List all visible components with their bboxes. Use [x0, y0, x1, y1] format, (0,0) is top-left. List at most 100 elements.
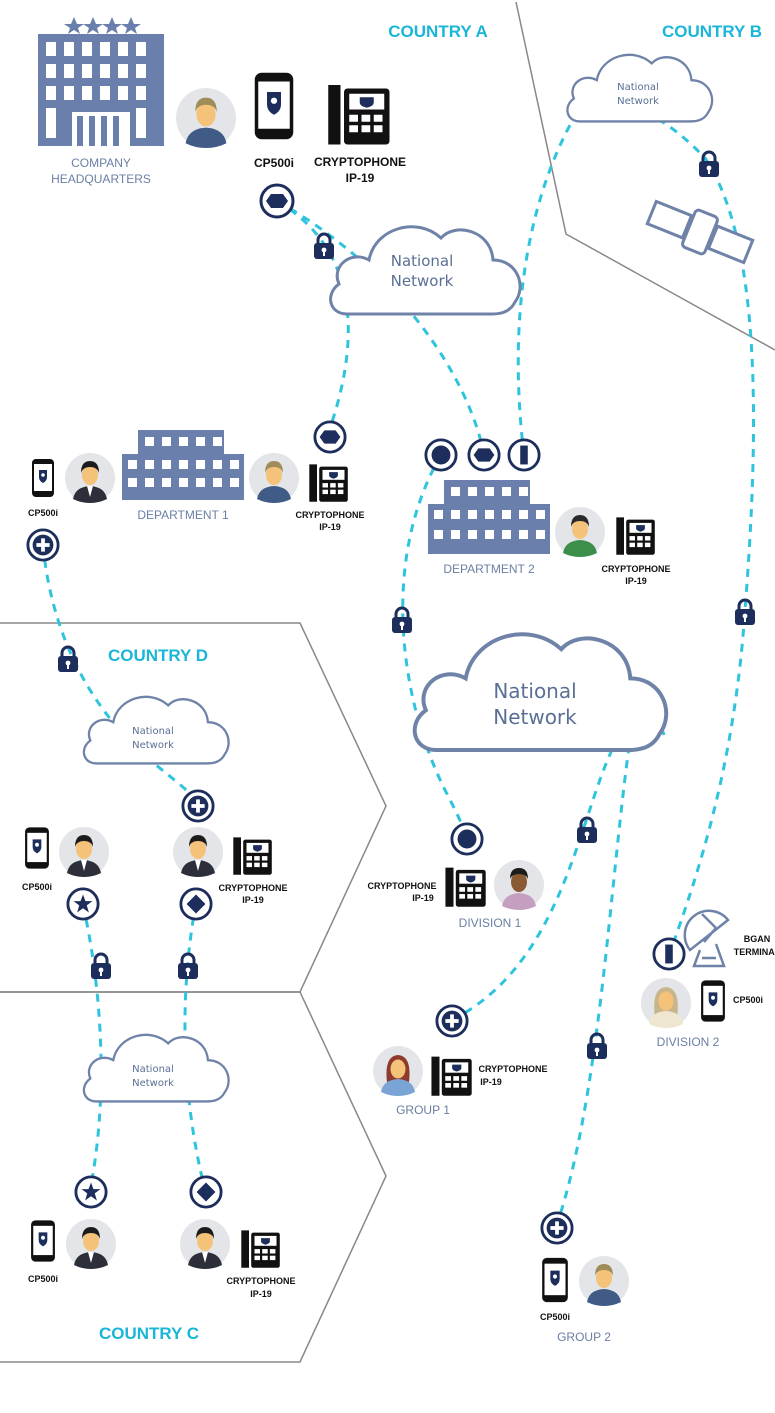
hq-label-1: COMPANY [71, 156, 131, 170]
link-hq-dept2 [276, 199, 486, 456]
dept1-phone-icon [32, 459, 54, 497]
link-dept2-division1 [401, 454, 468, 839]
dept2-bar-badge-icon [507, 438, 541, 472]
division2-bar-badge-icon [652, 937, 686, 971]
group1-deskphone-label-1: CRYPTOPHONE [478, 1064, 547, 1074]
cloud-countryc-label-2: Network [132, 1078, 174, 1089]
dept1-hexagon-badge-icon [313, 420, 347, 454]
hq-phone-icon [254, 72, 294, 140]
countryc-phone-label: CP500i [28, 1274, 58, 1284]
cloud-countryb-label-1: National [617, 82, 659, 93]
group1-person-avatar [373, 1046, 423, 1096]
link-countryb-dept2 [516, 103, 755, 953]
division1-circle-badge-icon [450, 822, 484, 856]
padlock-icon [89, 952, 113, 980]
link-hq-dept1 [276, 199, 350, 429]
cloud-countryd-label-2: Network [132, 740, 174, 751]
dept2-deskphone-icon [616, 517, 655, 555]
countryd-person-avatar [59, 827, 109, 877]
division1-deskphone-label-2: IP-19 [412, 893, 434, 903]
countryc-person2-avatar [180, 1219, 230, 1269]
countryd-phone-icon [25, 827, 49, 869]
cloud-countrya-main: National Network [415, 634, 667, 750]
division1-deskphone-label-1: CRYPTOPHONE [367, 881, 436, 891]
division2-person-avatar [641, 978, 691, 1028]
dept2-label: DEPARTMENT 2 [443, 562, 535, 576]
hq-deskphone-label-2: IP-19 [346, 171, 375, 185]
country-borders [0, 1, 775, 1363]
bgan-label-1: BGAN [744, 934, 771, 944]
group1-deskphone-icon [431, 1056, 472, 1096]
countryc-phone-icon [31, 1220, 55, 1262]
dept1-phone-label: CP500i [28, 508, 58, 518]
border-country-b [515, 1, 775, 351]
countryc-deskphone-label-1: CRYPTOPHONE [226, 1276, 295, 1286]
group1-plus-badge-icon [435, 1004, 469, 1038]
link-countryd-countryc-star [81, 904, 103, 1191]
cloud-countryb: National Network [566, 53, 714, 123]
division2-phone-label: CP500i [733, 995, 763, 1005]
cloud-countryd: National Network [82, 695, 230, 765]
cloud-countrya-top-label-1: National [391, 252, 454, 270]
countryd-phone-label: CP500i [22, 882, 52, 892]
dept2-hexagon-badge-icon [467, 438, 501, 472]
hq-deskphone-label-1: CRYPTOPHONE [314, 155, 406, 169]
cloud-countryc-label-1: National [132, 1064, 174, 1075]
dept1-building-icon [122, 430, 244, 500]
countryc-deskphone-label-2: IP-19 [250, 1289, 272, 1299]
countryd-deskphone-icon [233, 837, 272, 875]
hq-label-2: HEADQUARTERS [51, 172, 151, 186]
group1-deskphone-label-2: IP-19 [480, 1077, 502, 1087]
cloud-countryc: National Network [82, 1033, 230, 1103]
satellite-icon [645, 199, 755, 265]
satellite-dish-icon [683, 909, 730, 968]
group2-person-avatar [579, 1256, 629, 1306]
countryd-plus-badge-icon [181, 789, 215, 823]
countryc-deskphone-icon [241, 1230, 280, 1268]
dept1-deskphone-icon [309, 464, 348, 502]
hq-person-avatar [176, 88, 236, 148]
dept1-deskphone-label-1: CRYPTOPHONE [295, 510, 364, 520]
countryd-deskphone-label-1: CRYPTOPHONE [218, 883, 287, 893]
country-d-label: COUNTRY D [108, 646, 208, 665]
countryd-deskphone-label-2: IP-19 [242, 895, 264, 905]
cloud-countrya-top-label-2: Network [391, 272, 454, 290]
group1-label: GROUP 1 [396, 1103, 450, 1117]
dept1-person-avatar [65, 453, 115, 503]
division1-person-avatar [494, 860, 544, 910]
division2-phone-icon [701, 980, 725, 1022]
padlock-icon [176, 952, 200, 980]
link-dept1-countryd [41, 544, 200, 806]
dept2-building-icon [428, 480, 550, 554]
dept2-deskphone-label-2: IP-19 [625, 576, 647, 586]
padlock-icon [585, 1032, 609, 1060]
padlock-icon [390, 606, 414, 634]
border-country-c [0, 991, 387, 1363]
cloud-countryb-label-2: Network [617, 96, 659, 107]
group2-phone-label: CP500i [540, 1312, 570, 1322]
dept1-label: DEPARTMENT 1 [137, 508, 229, 522]
group2-phone-icon [542, 1257, 568, 1303]
countryc-star-badge-icon [74, 1175, 108, 1209]
link-group2-network [554, 739, 632, 1228]
country-b-label: COUNTRY B [662, 22, 762, 41]
bgan-label-2: TERMINAL [734, 947, 775, 957]
division2-label: DIVISION 2 [657, 1035, 720, 1049]
link-group1-network [451, 720, 666, 1022]
dept2-deskphone-label-1: CRYPTOPHONE [601, 564, 670, 574]
cloud-countrya-top: National Network [329, 225, 522, 316]
dept2-circle-badge-icon [424, 438, 458, 472]
division1-deskphone-icon [445, 867, 486, 907]
dept2-person-avatar [555, 507, 605, 557]
cloud-countrya-main-label-2: Network [493, 705, 577, 729]
hq-phone-label: CP500i [254, 156, 294, 170]
countryd-diamond-badge-icon [179, 887, 213, 921]
dept1-deskphone-label-2: IP-19 [319, 522, 341, 532]
dept1-plus-badge-icon [26, 528, 60, 562]
headquarters-building-icon [38, 17, 164, 146]
padlock-icon [312, 232, 336, 260]
group2-label: GROUP 2 [557, 1330, 611, 1344]
hq-hexagon-badge-icon [259, 183, 295, 219]
